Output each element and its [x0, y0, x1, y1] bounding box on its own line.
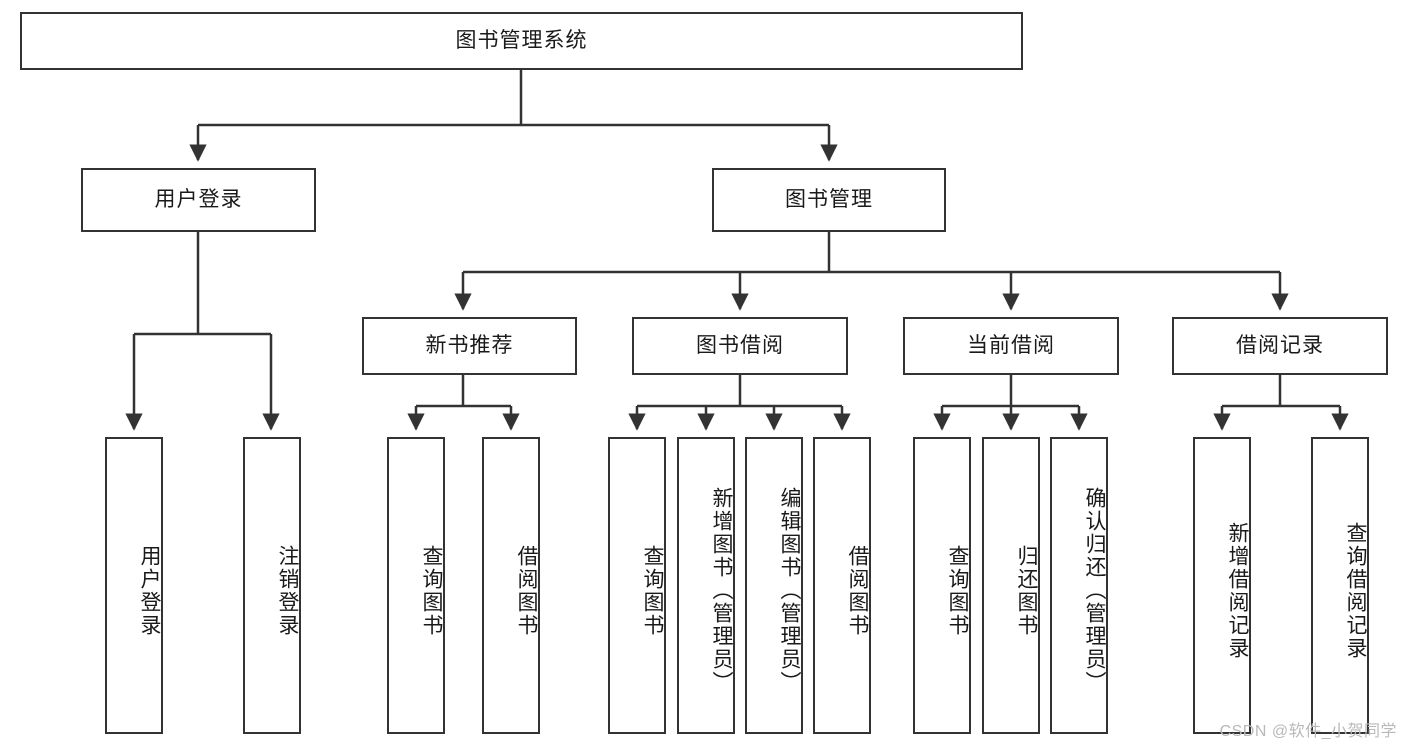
node-leaf-confirm-return-label: 确认归还（管理员） [1083, 487, 1106, 694]
node-new-book-recommend[interactable]: 新书推荐 [362, 317, 577, 375]
node-leaf-return-book-label: 归还图书 [1015, 544, 1038, 637]
node-leaf-borrow-book-1[interactable]: 借阅图书 [482, 437, 540, 734]
node-leaf-query-book-2[interactable]: 查询图书 [608, 437, 666, 734]
node-leaf-borrow-book-1-label: 借阅图书 [515, 544, 538, 637]
node-leaf-query-book-1[interactable]: 查询图书 [387, 437, 445, 734]
csdn-watermark: CSDN @软件_小贺同学 [1219, 723, 1397, 740]
node-book-manage-label: 图书管理 [785, 187, 873, 211]
node-leaf-query-book-3-label: 查询图书 [946, 544, 969, 637]
node-new-book-recommend-label: 新书推荐 [425, 333, 514, 357]
node-leaf-query-book-1-label: 查询图书 [420, 544, 443, 637]
node-borrow-record[interactable]: 借阅记录 [1172, 317, 1388, 375]
node-leaf-query-record[interactable]: 查询借阅记录 [1311, 437, 1369, 734]
node-current-borrow[interactable]: 当前借阅 [903, 317, 1119, 375]
node-leaf-logout-login[interactable]: 注销登录 [243, 437, 301, 734]
node-leaf-user-login[interactable]: 用户登录 [105, 437, 163, 734]
node-user-login[interactable]: 用户登录 [81, 168, 316, 232]
node-leaf-add-book[interactable]: 新增图书（管理员） [677, 437, 735, 734]
node-leaf-return-book[interactable]: 归还图书 [982, 437, 1040, 734]
node-leaf-add-record[interactable]: 新增借阅记录 [1193, 437, 1251, 734]
node-book-borrow[interactable]: 图书借阅 [632, 317, 848, 375]
node-leaf-confirm-return[interactable]: 确认归还（管理员） [1050, 437, 1108, 734]
node-leaf-borrow-book-2-label: 借阅图书 [846, 544, 869, 637]
node-borrow-record-label: 借阅记录 [1236, 333, 1324, 357]
node-leaf-add-record-label: 新增借阅记录 [1226, 521, 1249, 660]
node-root-system-label: 图书管理系统 [455, 28, 588, 52]
node-book-borrow-label: 图书借阅 [696, 333, 784, 357]
node-leaf-edit-book-label: 编辑图书（管理员） [778, 487, 801, 694]
node-leaf-query-book-3[interactable]: 查询图书 [913, 437, 971, 734]
node-root-system[interactable]: 图书管理系统 [20, 12, 1023, 70]
node-user-login-label: 用户登录 [154, 187, 243, 211]
node-leaf-query-book-2-label: 查询图书 [641, 544, 664, 637]
node-leaf-add-book-label: 新增图书（管理员） [710, 487, 733, 694]
node-leaf-borrow-book-2[interactable]: 借阅图书 [813, 437, 871, 734]
node-leaf-logout-login-label: 注销登录 [276, 544, 299, 637]
node-book-manage[interactable]: 图书管理 [712, 168, 946, 232]
node-leaf-query-record-label: 查询借阅记录 [1344, 521, 1367, 660]
node-leaf-edit-book[interactable]: 编辑图书（管理员） [745, 437, 803, 734]
node-leaf-user-login-label: 用户登录 [138, 544, 161, 637]
node-current-borrow-label: 当前借阅 [967, 333, 1055, 357]
